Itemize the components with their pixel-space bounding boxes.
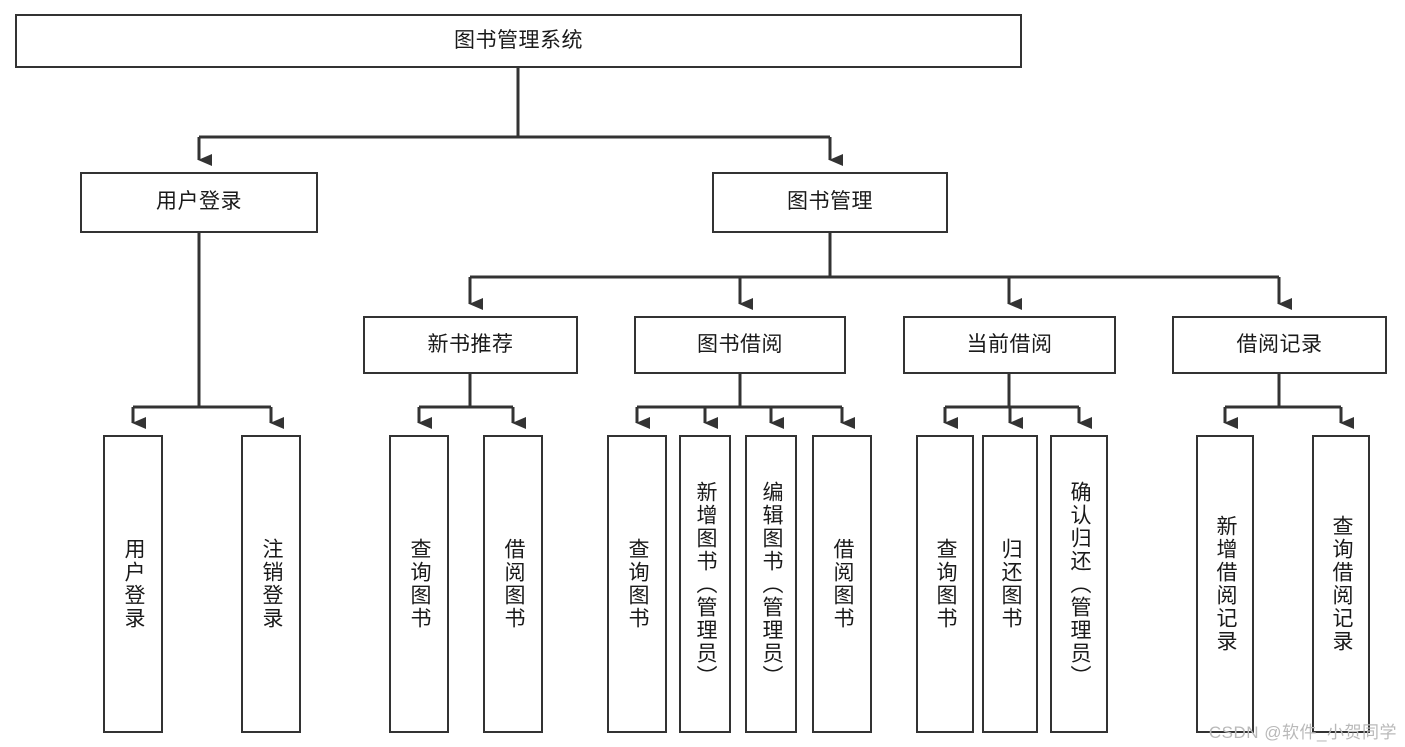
node-label: 新增借阅记录 — [1214, 515, 1238, 653]
node-label: 编辑图书（管理员） — [760, 480, 784, 688]
node-label: 查询图书 — [934, 538, 958, 630]
leaf-return-book[interactable]: 归还图书 — [982, 435, 1038, 733]
node-label: 图书管理 — [787, 190, 873, 214]
leaf-user-logout[interactable]: 注销登录 — [241, 435, 301, 733]
node-label: 图书管理系统 — [454, 28, 583, 52]
node-label: 新增图书（管理员） — [694, 480, 718, 688]
node-label: 借阅图书 — [831, 538, 855, 630]
leaf-edit-book[interactable]: 编辑图书（管理员） — [745, 435, 797, 733]
node-label: 用户登录 — [122, 538, 146, 630]
node-label: 新书推荐 — [427, 332, 514, 356]
leaf-borrow-book-2[interactable]: 借阅图书 — [812, 435, 872, 733]
node-borrow-record[interactable]: 借阅记录 — [1172, 316, 1387, 374]
node-label: 注销登录 — [260, 538, 284, 630]
node-new-book-rec[interactable]: 新书推荐 — [363, 316, 578, 374]
leaf-confirm-return[interactable]: 确认归还（管理员） — [1050, 435, 1108, 733]
node-label: 图书借阅 — [697, 332, 783, 356]
node-book-borrow[interactable]: 图书借阅 — [634, 316, 846, 374]
leaf-query-record[interactable]: 查询借阅记录 — [1312, 435, 1370, 733]
node-label: 确认归还（管理员） — [1068, 480, 1092, 688]
node-label: 借阅记录 — [1236, 332, 1323, 356]
node-current-borrow[interactable]: 当前借阅 — [903, 316, 1116, 374]
node-user-login[interactable]: 用户登录 — [80, 172, 318, 233]
node-label: 查询借阅记录 — [1330, 515, 1354, 653]
leaf-user-login[interactable]: 用户登录 — [103, 435, 163, 733]
node-label: 查询图书 — [408, 538, 432, 630]
leaf-query-book-1[interactable]: 查询图书 — [389, 435, 449, 733]
leaf-add-record[interactable]: 新增借阅记录 — [1196, 435, 1254, 733]
leaf-borrow-book-1[interactable]: 借阅图书 — [483, 435, 543, 733]
node-root[interactable]: 图书管理系统 — [15, 14, 1022, 68]
node-label: 当前借阅 — [966, 332, 1053, 356]
leaf-query-book-2[interactable]: 查询图书 — [607, 435, 667, 733]
leaf-query-book-3[interactable]: 查询图书 — [916, 435, 974, 733]
node-label: 借阅图书 — [502, 538, 526, 630]
node-label: 查询图书 — [626, 538, 650, 630]
leaf-add-book[interactable]: 新增图书（管理员） — [679, 435, 731, 733]
node-book-manage[interactable]: 图书管理 — [712, 172, 948, 233]
node-label: 用户登录 — [156, 190, 242, 214]
node-label: 归还图书 — [999, 538, 1023, 630]
